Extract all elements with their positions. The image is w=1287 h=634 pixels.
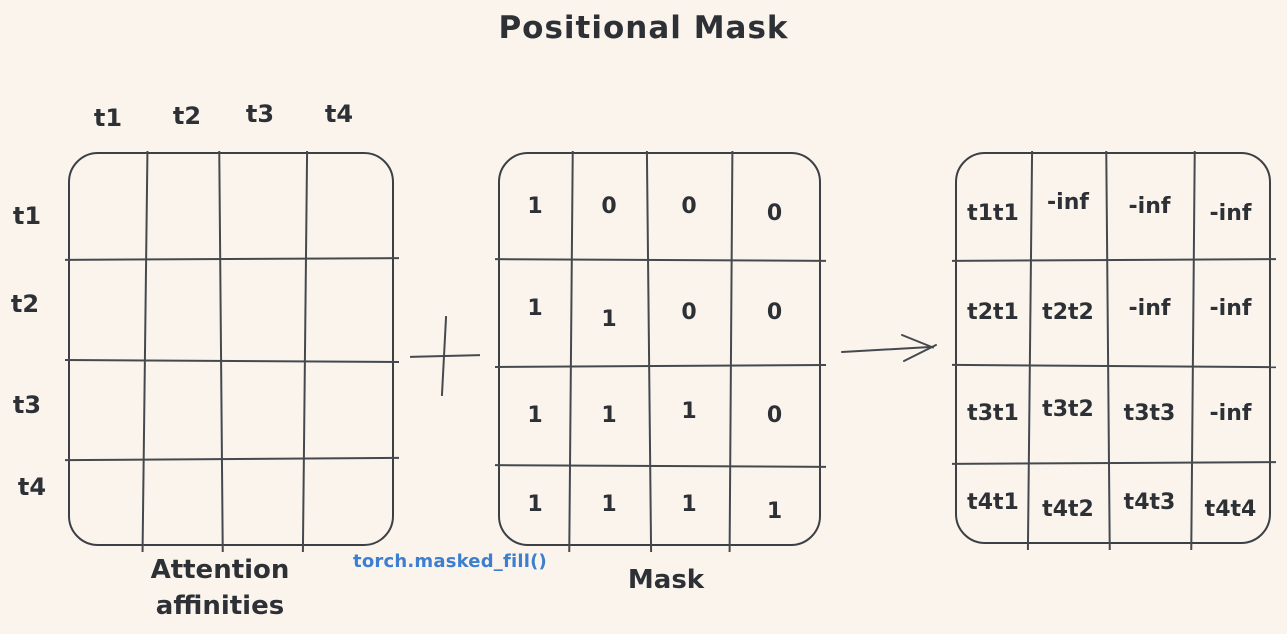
diagram-title: Positional Mask [498, 10, 789, 46]
affinities-caption: Attention affinities [90, 552, 350, 624]
mask-caption: Mask [627, 565, 705, 595]
affinities-col-label-t4: t4 [324, 100, 354, 128]
result-cell: t2t1 [967, 299, 1019, 325]
mask-cell: 1 [527, 402, 543, 428]
result-cell: t4t2 [1042, 496, 1094, 522]
mask-cell: 0 [766, 402, 783, 428]
result-cell: -inf [1128, 295, 1171, 321]
result-cell: -inf [1209, 201, 1252, 226]
grid-line [301, 151, 309, 552]
result-cell: -inf [1209, 295, 1252, 321]
result-cell: t3t3 [1123, 401, 1176, 426]
affinities-col-label-t3: t3 [245, 100, 275, 128]
result-cell: t2t2 [1042, 299, 1094, 325]
result-cell: -inf [1047, 190, 1089, 215]
affinities-col-label-t2: t2 [172, 102, 202, 130]
mask-cell: 1 [681, 492, 697, 517]
mask-cell: 0 [681, 194, 697, 219]
mask-cell: 1 [766, 499, 783, 524]
result-cell: t4t1 [967, 489, 1019, 515]
mask-cell: 1 [527, 492, 543, 517]
grid-line [218, 150, 224, 553]
result-cell: t4t3 [1123, 489, 1176, 515]
result-cell: t3t1 [967, 401, 1019, 426]
affinities-row-label-t1: t1 [12, 202, 42, 230]
result-cell: t1t1 [967, 201, 1019, 226]
affinities-col-label-t1: t1 [93, 104, 123, 132]
mask-cell: 0 [766, 299, 783, 325]
affinities-caption-line2: affinities [155, 591, 285, 621]
affinities-row-label-t3: t3 [12, 391, 42, 419]
grid-line [64, 257, 400, 261]
attention-affinities-grid [64, 150, 400, 553]
grid-line [64, 358, 400, 364]
mask-grid: 1 0 0 0 1 1 0 0 1 1 1 0 1 1 1 1 [494, 150, 827, 553]
grid-line [64, 456, 400, 462]
mask-cell: 0 [766, 201, 783, 226]
mask-cell: 1 [601, 402, 617, 428]
result-cell: -inf [1128, 194, 1171, 219]
grid-line [141, 151, 149, 552]
mask-cell: 1 [601, 306, 617, 332]
result-cell: t3t2 [1042, 397, 1094, 422]
result-cell: t4t4 [1204, 496, 1257, 522]
mask-cell: 1 [527, 295, 543, 321]
code-label: torch.masked_fill() [353, 551, 547, 572]
affinities-row-label-t4: t4 [17, 473, 47, 501]
mask-cell: 1 [601, 492, 617, 517]
result-cell: -inf [1209, 401, 1252, 426]
mask-cell: 0 [681, 299, 697, 325]
mask-cell: 1 [527, 194, 543, 219]
arrow-right-icon [840, 330, 940, 366]
mask-cell: 0 [601, 194, 617, 219]
result-grid: t1t1 -inf -inf -inf t2t1 t2t2 -inf -inf … [951, 150, 1277, 551]
mask-cell: 1 [681, 398, 697, 424]
affinities-caption-line1: Attention [150, 555, 290, 585]
affinities-row-label-t2: t2 [10, 290, 40, 318]
plus-operator [409, 316, 481, 396]
